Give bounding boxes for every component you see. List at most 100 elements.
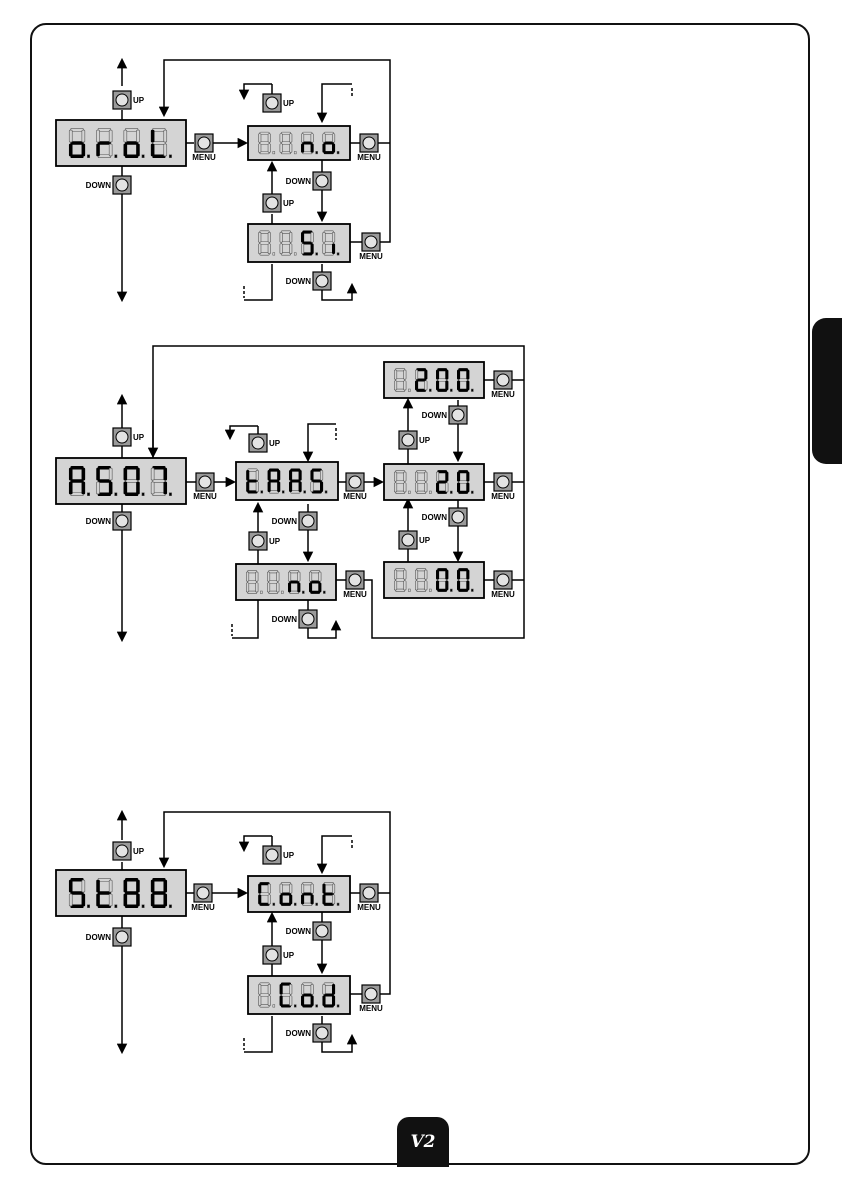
button-label-up: UP xyxy=(283,951,295,960)
segment-b xyxy=(320,470,323,480)
segment-a xyxy=(71,128,84,131)
button-label-up: UP xyxy=(133,96,145,105)
segment-e xyxy=(436,483,439,492)
segment-b xyxy=(332,232,335,242)
segment-g xyxy=(125,142,138,145)
up-button-d1-opt1[interactable] xyxy=(263,94,281,112)
button-face xyxy=(252,437,264,449)
menu-button-d2-opt2[interactable] xyxy=(346,571,364,589)
segment-g xyxy=(417,379,426,382)
down-button-d2-opt2[interactable] xyxy=(299,610,317,628)
down-button-d3-opt2[interactable] xyxy=(313,1024,331,1042)
decimal-point xyxy=(87,493,89,496)
segment-e xyxy=(258,244,261,254)
segment-a xyxy=(98,878,111,881)
up-button-d2-opt1[interactable] xyxy=(249,434,267,452)
diagram-3 xyxy=(122,812,390,1052)
menu-button-d2-opt1[interactable] xyxy=(346,473,364,491)
menu-button-d3-opt1[interactable] xyxy=(360,884,378,902)
segment-c xyxy=(268,895,271,904)
menu-button-val1[interactable] xyxy=(494,371,512,389)
menu-button-d2-main[interactable] xyxy=(196,473,214,491)
segment-a xyxy=(71,878,84,881)
down-button-val2[interactable] xyxy=(449,508,467,526)
segment-c xyxy=(332,895,335,904)
segment-c xyxy=(332,996,335,1006)
button-label-down: DOWN xyxy=(86,181,112,190)
segment-d xyxy=(153,905,166,908)
menu-button-d1-main[interactable] xyxy=(195,134,213,152)
segment-f xyxy=(268,470,271,480)
down-button-d2[interactable] xyxy=(113,512,131,530)
button-label-menu: MENU xyxy=(491,590,515,599)
value-display-2 xyxy=(384,464,484,500)
up-button-d3[interactable] xyxy=(113,842,131,860)
down-button-d3-opt1[interactable] xyxy=(313,922,331,940)
segment-b xyxy=(256,470,259,480)
menu-button-d1-opt1[interactable] xyxy=(360,134,378,152)
up-button-d1-opt2[interactable] xyxy=(263,194,281,212)
button-face xyxy=(365,988,377,1000)
up-button-d3-opt1[interactable] xyxy=(263,846,281,864)
button-label-menu: MENU xyxy=(192,153,216,162)
segment-g xyxy=(153,892,166,895)
menu-button-d1-opt2[interactable] xyxy=(362,233,380,251)
up-button-d1[interactable] xyxy=(113,91,131,109)
segment-d xyxy=(153,155,166,158)
segment-c xyxy=(164,894,167,906)
segment-c xyxy=(164,144,167,156)
segment-c xyxy=(289,144,292,153)
segment-g xyxy=(324,994,334,997)
segment-b xyxy=(164,468,167,480)
button-face xyxy=(497,374,509,386)
button-face xyxy=(116,94,128,106)
menu-button-d3-opt2[interactable] xyxy=(362,985,380,1003)
decimal-point xyxy=(408,491,410,494)
decimal-point xyxy=(316,903,318,906)
up-button-val2[interactable] xyxy=(399,431,417,449)
segment-e xyxy=(323,244,326,254)
down-button-val1[interactable] xyxy=(449,406,467,424)
segment-f xyxy=(289,470,292,480)
segment-b xyxy=(311,232,314,242)
segment-f xyxy=(323,884,326,893)
segment-c xyxy=(299,482,302,492)
menu-button-d3-main[interactable] xyxy=(194,884,212,902)
segment-e xyxy=(323,895,326,904)
segment-e xyxy=(394,581,397,590)
segment-e xyxy=(323,996,326,1006)
up-button-d3-opt2[interactable] xyxy=(263,946,281,964)
segment-b xyxy=(311,884,314,893)
button-label-up: UP xyxy=(269,439,281,448)
segment-g xyxy=(269,480,279,483)
segment-g xyxy=(71,142,84,145)
segment-c xyxy=(404,581,407,590)
segment-b xyxy=(268,984,271,994)
up-button-d2[interactable] xyxy=(113,428,131,446)
segment-g xyxy=(459,379,468,382)
segment-f xyxy=(151,130,154,142)
button-label-up: UP xyxy=(419,536,431,545)
segment-e xyxy=(311,482,314,492)
down-button-d2-opt1[interactable] xyxy=(299,512,317,530)
main-display-2 xyxy=(56,458,186,504)
button-label-up: UP xyxy=(283,851,295,860)
down-button-d1-opt2[interactable] xyxy=(313,272,331,290)
decimal-point xyxy=(450,491,452,494)
up-button-d2-opt2[interactable] xyxy=(249,532,267,550)
menu-button-val2[interactable] xyxy=(494,473,512,491)
segment-c xyxy=(425,581,428,590)
segment-e xyxy=(394,483,397,492)
up-button-val3[interactable] xyxy=(399,531,417,549)
segment-g xyxy=(303,242,313,245)
segment-f xyxy=(394,370,397,379)
segment-b xyxy=(425,370,428,379)
segment-e xyxy=(258,996,261,1006)
down-button-d1[interactable] xyxy=(113,176,131,194)
menu-button-val3[interactable] xyxy=(494,571,512,589)
down-button-d3[interactable] xyxy=(113,928,131,946)
decimal-point xyxy=(87,155,89,158)
button-face xyxy=(316,175,328,187)
segment-e xyxy=(258,144,261,153)
down-button-d1-opt1[interactable] xyxy=(313,172,331,190)
